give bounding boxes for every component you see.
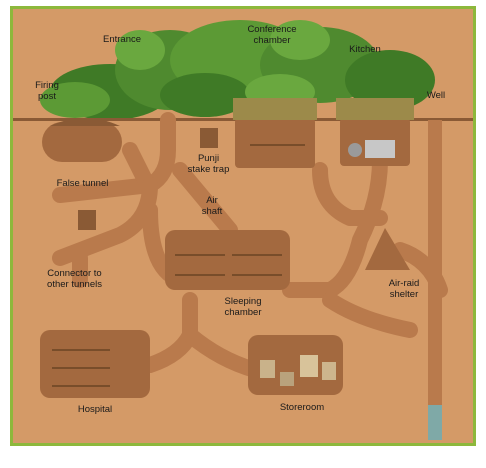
conference-chamber xyxy=(235,118,315,168)
label-conference-chamber: Conference chamber xyxy=(247,24,297,46)
conference-roof xyxy=(233,98,317,120)
label-air-shaft: Air shaft xyxy=(201,195,223,217)
label-storeroom: Storeroom xyxy=(279,402,325,413)
storeroom-supplies xyxy=(260,355,336,386)
label-punji-stake-trap: Punji stake trap xyxy=(187,153,230,175)
tunnel-network xyxy=(52,112,448,378)
label-hospital: Hospital xyxy=(77,404,113,415)
firing-post-chamber xyxy=(42,122,122,162)
label-sleeping-chamber: Sleeping chamber xyxy=(224,296,262,318)
storeroom-chamber xyxy=(248,335,343,395)
hospital-chamber xyxy=(40,330,150,398)
sleeping-chamber xyxy=(165,230,290,290)
air-raid-shelter xyxy=(365,228,410,270)
label-connector: Connector to other tunnels xyxy=(47,268,102,290)
well-shaft xyxy=(428,120,442,440)
label-air-raid-shelter: Air-raid shelter xyxy=(388,278,420,300)
punji-trap-pit xyxy=(200,128,218,148)
label-firing-post: Firing post xyxy=(35,80,59,102)
label-false-tunnel: False tunnel xyxy=(56,178,109,189)
label-kitchen: Kitchen xyxy=(349,44,381,55)
kitchen-roof xyxy=(336,98,414,120)
false-tunnel-pit xyxy=(78,210,96,230)
well-water xyxy=(428,405,442,440)
furnishings xyxy=(52,144,305,387)
label-entrance: Entrance xyxy=(102,34,142,45)
chambers xyxy=(40,98,414,398)
label-well: Well xyxy=(426,90,446,101)
kitchen-equipment xyxy=(348,140,395,158)
